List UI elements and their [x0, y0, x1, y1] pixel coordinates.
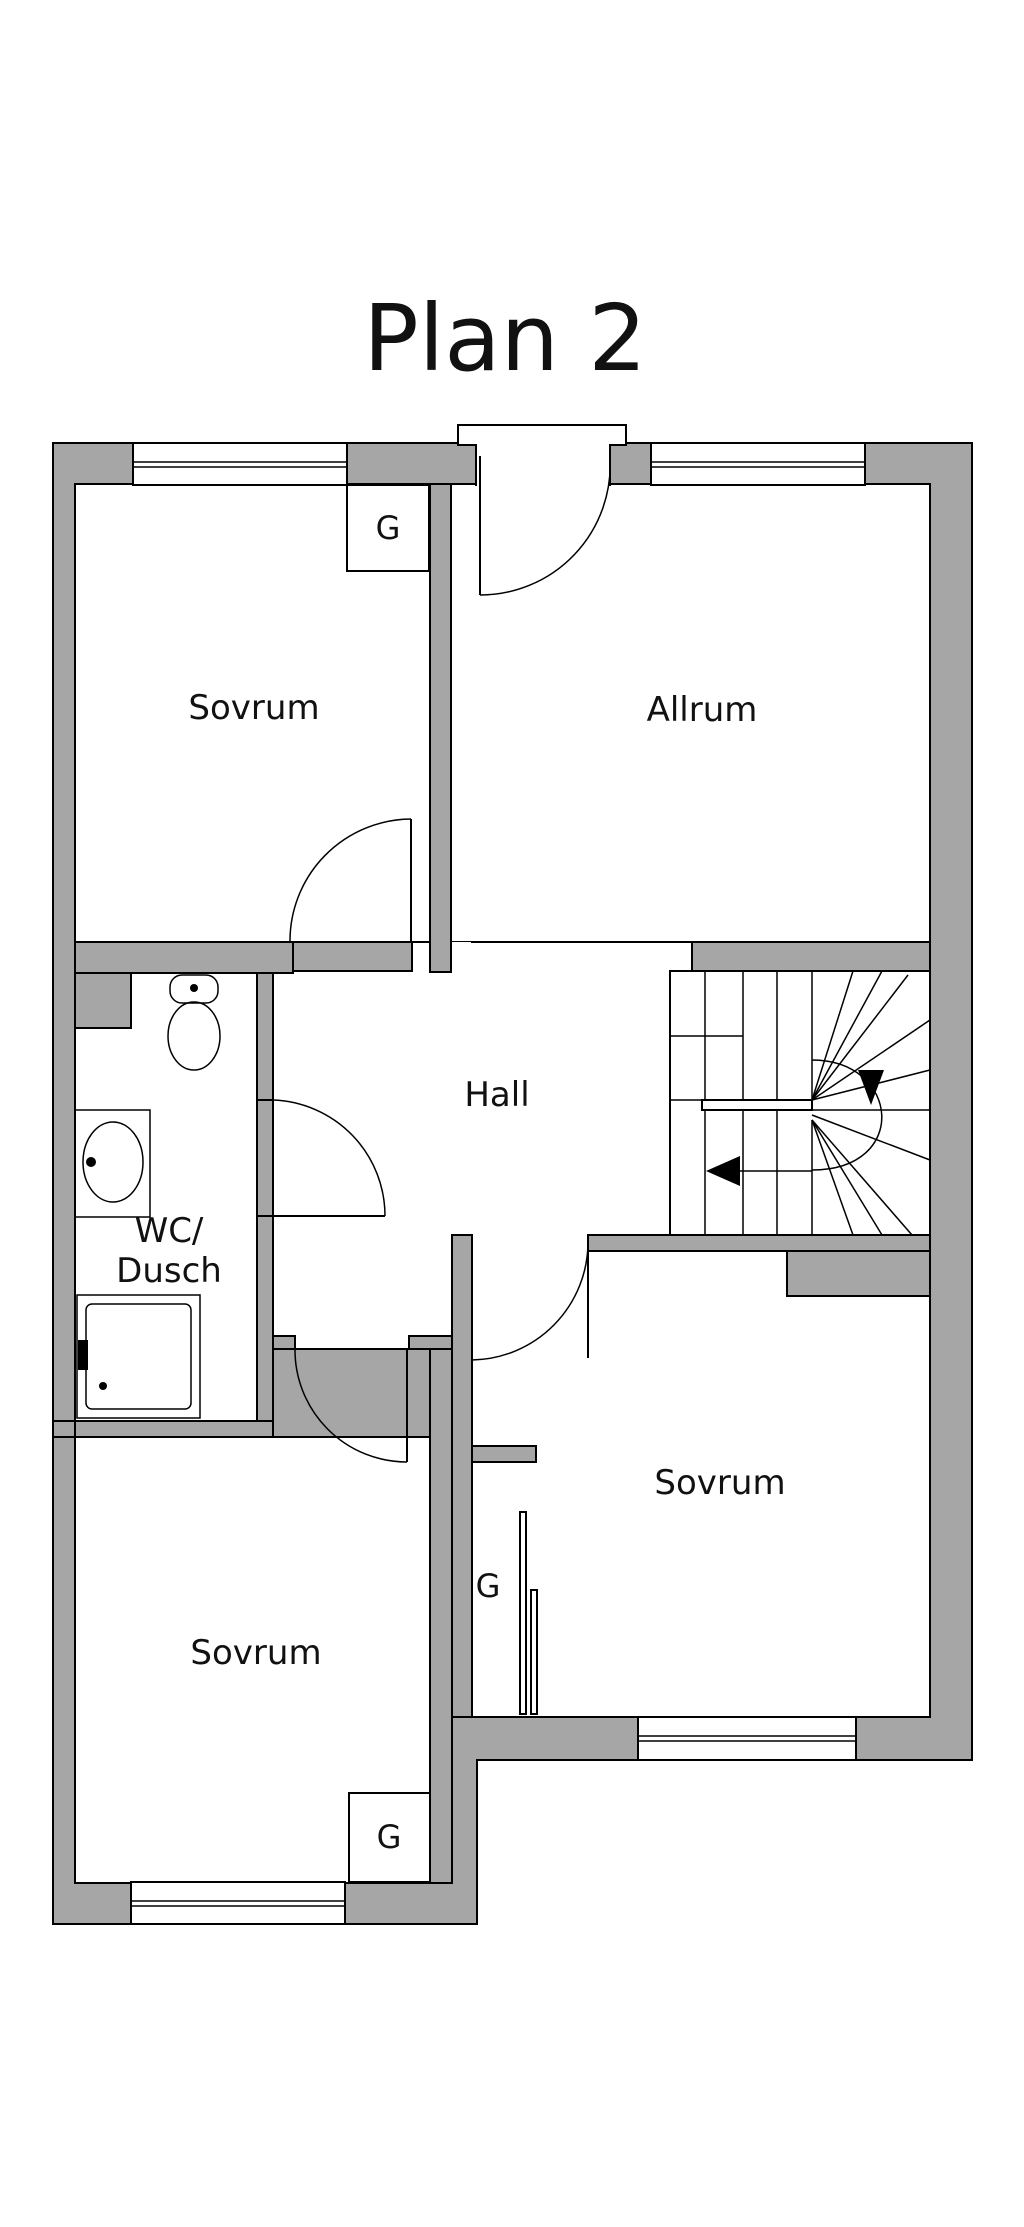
closet-bottom: G: [348, 1792, 431, 1883]
wall-top-divider: [429, 483, 452, 973]
label-hall: Hall: [464, 1075, 529, 1115]
label-sovrum-right: Sovrum: [654, 1463, 785, 1503]
label-sovrum-bottom: Sovrum: [190, 1633, 321, 1673]
door-sovrum-right: [471, 1235, 589, 1361]
window-top-left: [132, 442, 348, 486]
wall-wc-bottom: [74, 1420, 274, 1438]
closet-top-label: G: [376, 509, 401, 547]
window-top-right: [650, 442, 866, 486]
wall-hall-bottom-left: [272, 1335, 296, 1350]
label-wc-line1: WC/: [135, 1211, 204, 1251]
closet-middle: G: [476, 1511, 538, 1715]
wall-left-lower: [52, 1420, 76, 1438]
wall-sovrum-right-notch: [786, 1250, 931, 1297]
label-sovrum-top: Sovrum: [188, 688, 319, 728]
plan-title: Plan 2: [363, 285, 647, 392]
closet-bottom-label: G: [377, 1818, 402, 1856]
toilet-icon: [167, 974, 221, 1071]
wall-allrum-stairs: [691, 941, 931, 972]
entrance-door: [457, 424, 627, 596]
wall-bottom-divider: [429, 1348, 453, 1884]
window-bottom-left: [130, 1881, 346, 1925]
wall-wc-right-lower: [256, 1215, 274, 1422]
stair-arrow-down: [858, 1070, 884, 1105]
door-sovrum-top: [289, 818, 412, 943]
closet-top: G: [346, 484, 430, 572]
wall-below-sovrum-top: [74, 941, 294, 974]
wall-sovrum-right-left: [451, 1234, 473, 1718]
sink-icon: [74, 1109, 151, 1218]
staircase: [669, 970, 931, 1236]
door-wc: [272, 1099, 386, 1217]
wall-hall-bottom-right: [408, 1335, 453, 1350]
door-sovrum-bottom: [294, 1348, 408, 1463]
shower-icon: [76, 1294, 201, 1419]
window-bottom-right: [637, 1716, 857, 1761]
room-wc-dusch: [74, 972, 258, 1422]
wall-sovrum-right-stub: [471, 1445, 537, 1463]
wall-wc-right: [256, 972, 274, 1101]
label-wc-line2: Dusch: [116, 1251, 222, 1291]
wall-stairs-bottom: [587, 1234, 931, 1252]
label-allrum: Allrum: [647, 690, 758, 730]
closet-middle-label: G: [476, 1567, 501, 1605]
stair-arrow-left: [706, 1156, 740, 1186]
wall-wc-notch: [74, 972, 132, 1029]
